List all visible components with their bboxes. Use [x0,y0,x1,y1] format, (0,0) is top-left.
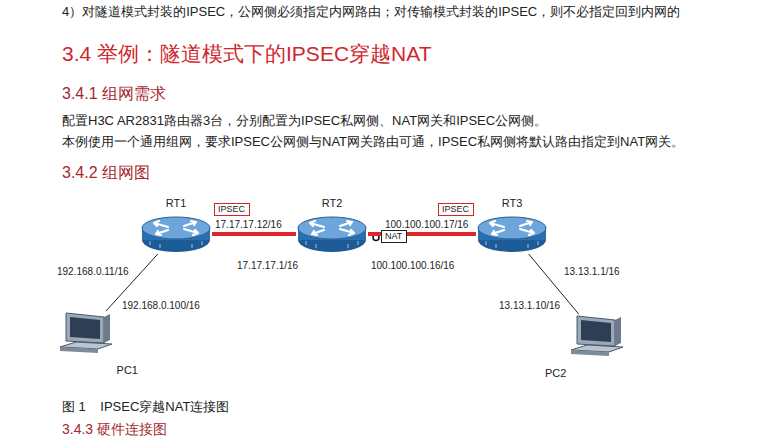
text-line: 4）对隧道模式封装的IPSEC，公网侧必须指定内网路由；对传输模式封装的IPSE… [62,3,680,21]
ip-address: 192.168.0.11/16 [56,266,130,278]
router-icon [476,214,548,254]
ip-address: 13.13.1.10/16 [498,300,561,312]
ip-address: 192.168.0.100/16 [121,300,201,312]
pc-node: PC1 [58,311,138,377]
device-name: RT3 [476,196,548,210]
pc-icon [569,314,625,358]
device-name: RT2 [296,196,368,210]
router-node: RT2 [296,196,368,254]
tag-text: NAT [385,231,403,242]
tag-text: IPSEC [218,204,246,215]
router-node: RT1 [140,196,212,254]
text-line: 本例使用一个通用组网，要求IPSEC公网侧与NAT网关路由可通，IPSEC私网侧… [62,133,684,151]
wan-link [212,232,296,236]
pc-node: PC2 [545,314,625,380]
tag-box: IPSEC [438,203,474,216]
device-name: PC2 [545,366,625,380]
ip-address: 13.13.1.1/16 [563,266,621,278]
pc-icon [58,311,114,355]
text-line: 3.4.1 组网需求 [62,84,166,105]
text-line: 3.4.3 硬件连接图 [62,421,167,439]
ip-address: 17.17.17.1/16 [236,260,299,272]
device-name: PC1 [58,363,138,377]
text-line: 配置H3C AR2831路由器3台，分别配置为IPSEC私网侧、NAT网关和IP… [62,112,547,130]
figure-caption: 图 1 IPSEC穿越NAT连接图 [62,398,229,416]
ip-address: 100.100.100.16/16 [370,260,455,272]
tag-box: NAT [381,230,407,243]
section-heading: 3.4 举例：隧道模式下的IPSEC穿越NAT [62,40,432,68]
figure-ground [62,190,672,394]
device-name: RT1 [140,196,212,210]
router-node: RT3 [476,196,548,254]
ip-address: 17.17.17.12/16 [214,219,283,231]
tag-box: IPSEC [214,203,250,216]
router-icon [140,214,212,254]
router-icon [296,214,368,254]
text-line: 3.4.2 组网图 [62,163,150,184]
tag-text: IPSEC [442,204,470,215]
